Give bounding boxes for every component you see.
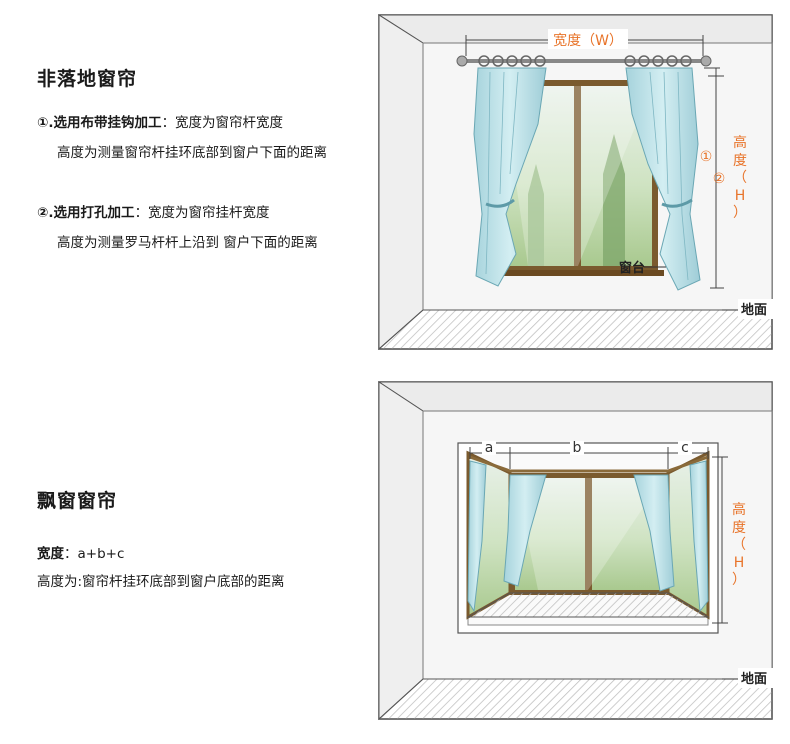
- floor: [378, 309, 773, 350]
- option1-bold: ①.选用布带挂钩加工: [37, 115, 162, 131]
- option2-text: ：宽度为窗帘挂杆宽度: [134, 205, 270, 221]
- bay-right-inner-curtain: [633, 474, 675, 592]
- label-a: a: [485, 440, 494, 456]
- bay-height-line: 高度为:窗帘杆挂环底部到窗户底部的距离: [37, 574, 285, 590]
- window-sill: [490, 270, 664, 276]
- right-curtain: [625, 67, 701, 291]
- svg-text:（: （: [733, 170, 747, 186]
- svg-text:）: ）: [733, 205, 747, 221]
- bay-window-figure: a b c 高 度 （ H ） 地面: [378, 381, 774, 721]
- bay-width-line: 宽度：a+b+c: [37, 545, 124, 563]
- section1-title: 非落地窗帘: [37, 68, 138, 90]
- bay-height-dimension: [712, 456, 728, 624]
- width-label: 宽度（W）: [553, 32, 623, 49]
- option1-text: ：宽度为窗帘杆宽度: [161, 115, 284, 131]
- option2-height-line: 高度为测量罗马杆杆上沿到 窗户下面的距离: [57, 235, 318, 251]
- right-tieback: [661, 198, 693, 208]
- bay-width-bold: 宽度: [37, 546, 64, 562]
- bay-right-curtain: [689, 460, 709, 613]
- svg-text:（: （: [732, 537, 746, 553]
- left-wall: [378, 381, 424, 721]
- svg-text:高: 高: [732, 501, 746, 518]
- height-marker-1: ①: [700, 149, 713, 165]
- option1-height-line: 高度为测量窗帘杆挂环底部到窗户下面的距离: [57, 145, 327, 161]
- svg-text:高: 高: [733, 134, 747, 151]
- option2-line: ②.选用打孔加工：宽度为窗帘挂杆宽度: [37, 204, 270, 222]
- label-b: b: [573, 440, 582, 456]
- svg-text:）: ）: [732, 572, 746, 588]
- svg-text:H: H: [735, 188, 746, 204]
- left-curtain: [473, 67, 547, 287]
- bay-seat: [466, 592, 710, 618]
- svg-text:H: H: [734, 555, 745, 571]
- bay-curtain-rod: [469, 455, 709, 473]
- floor-label: 地面: [741, 302, 767, 318]
- sill-label: 窗台: [619, 260, 645, 276]
- left-wall: [378, 14, 424, 351]
- option2-bold: ②.选用打孔加工: [37, 205, 135, 221]
- svg-text:度: 度: [733, 153, 747, 169]
- bay-height-label: 高 度 （ H ）: [732, 501, 746, 588]
- label-c: c: [681, 440, 689, 456]
- section2-title: 飘窗窗帘: [37, 490, 118, 512]
- floor: [378, 678, 773, 720]
- bay-width-formula: ：a+b+c: [64, 546, 125, 562]
- ceiling: [378, 381, 773, 412]
- bay-left-inner-curtain: [503, 474, 547, 587]
- height-marker-2: ②: [713, 171, 726, 187]
- height-dimension: [704, 67, 724, 289]
- left-tieback: [485, 198, 515, 208]
- bay-left-curtain: [467, 460, 487, 613]
- floor-label: 地面: [741, 671, 767, 687]
- regular-window-figure: 宽度（W） ① ② 高 度 （ H ） 窗台 地面: [378, 14, 774, 351]
- option1-line: ①.选用布带挂钩加工：宽度为窗帘杆宽度: [37, 114, 283, 132]
- svg-text:度: 度: [732, 520, 746, 536]
- height-label: 高 度 （ H ）: [733, 134, 747, 221]
- rod-rings: [478, 55, 692, 67]
